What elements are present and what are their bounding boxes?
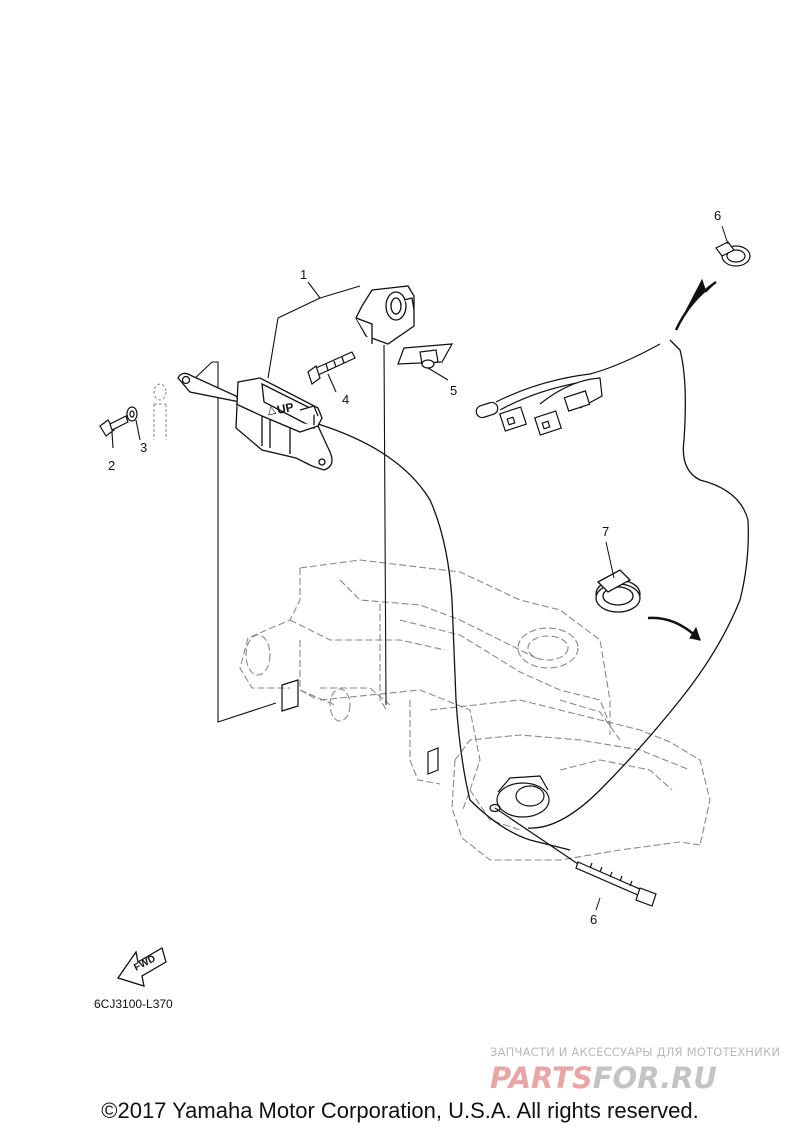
callout-part-2: 2 xyxy=(108,458,115,473)
callout-leaders xyxy=(595,225,729,911)
callout-part-5: 5 xyxy=(450,383,457,398)
watermark-brand-red: PARTS xyxy=(490,1061,593,1095)
drawing-code: 6CJ3100-L370 xyxy=(94,997,173,1011)
watermark-brand: PARTSFOR.RU xyxy=(490,1061,717,1095)
watermark-brand-gray: FOR.RU xyxy=(593,1061,717,1095)
bolt-part-2 xyxy=(99,415,129,437)
washer-part-3 xyxy=(126,406,138,422)
assembly-bracket-lines xyxy=(111,281,449,723)
sensor-cam-part-5 xyxy=(397,343,454,369)
clamp-part-7 xyxy=(595,569,641,613)
harness-connectors xyxy=(475,343,661,436)
fwd-arrow-icon: FWD xyxy=(116,947,167,987)
callout-part-1: 1 xyxy=(300,267,307,282)
clamp-part-6-top xyxy=(715,241,751,267)
tilt-shaft-boss xyxy=(281,679,550,818)
bolt-part-4 xyxy=(307,351,356,385)
bracket-outline-ghost xyxy=(239,559,711,861)
svg-text:△: △ xyxy=(266,403,277,417)
watermark: ЗАПЧАСТИ И АКСЕССУАРЫ ДЛЯ МОТОТЕХНИКИ PA… xyxy=(490,1045,780,1095)
direction-arrows xyxy=(647,278,717,641)
collar-ghost xyxy=(153,383,167,440)
copyright-notice: ©2017 Yamaha Motor Corporation, U.S.A. A… xyxy=(101,1098,699,1123)
callout-part-3: 3 xyxy=(140,440,147,455)
part-callouts: 1 2 3 4 5 6 7 6 xyxy=(108,208,721,927)
callout-part-6-bottom: 6 xyxy=(590,912,597,927)
trim-sensor-housing xyxy=(177,372,333,471)
harness-wire xyxy=(527,339,749,829)
sensor-coupler xyxy=(355,285,415,345)
sensor-lead-wire xyxy=(317,423,571,851)
sensor-up-text: UP xyxy=(276,400,295,417)
callout-part-6-top: 6 xyxy=(714,208,721,223)
callout-part-7: 7 xyxy=(602,524,609,539)
cable-tie-part-6-bottom xyxy=(494,807,657,907)
callout-part-4: 4 xyxy=(342,392,349,407)
sensor-up-marking: △ UP xyxy=(266,400,295,417)
watermark-tagline: ЗАПЧАСТИ И АКСЕССУАРЫ ДЛЯ МОТОТЕХНИКИ xyxy=(490,1045,780,1059)
